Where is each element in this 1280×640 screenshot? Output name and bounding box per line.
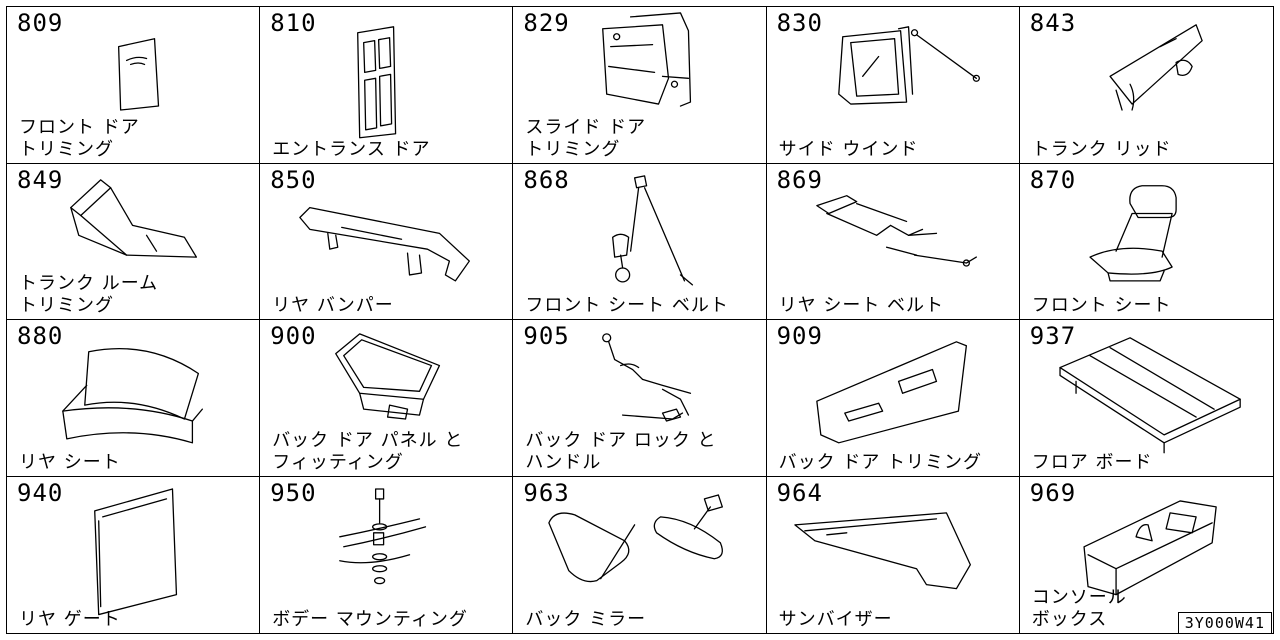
part-name: トランク ルーム トリミング [19, 273, 159, 316]
back-door-trim-icon [815, 341, 967, 444]
part-cell-843[interactable]: 843 トランク リッド [1019, 7, 1273, 164]
part-number: 868 [523, 165, 570, 194]
part-cell-950[interactable]: 950 ボデー マウンティング [260, 476, 514, 633]
part-number: 969 [1029, 478, 1077, 507]
part-number: 843 [1029, 9, 1077, 37]
part-name: フロント ドア トリミング [19, 116, 140, 160]
part-name: サイド ウインド [778, 138, 919, 160]
part-cell-870[interactable]: 870 フロント シート [1019, 164, 1273, 320]
part-cell-809[interactable]: 809 フロント ドア トリミング [7, 7, 261, 164]
part-name: フロント シート ベルト [525, 295, 729, 316]
part-cell-849[interactable]: 849 トランク ルーム トリミング [7, 163, 261, 320]
part-name: サンバイザー [778, 609, 893, 630]
console-box-icon [1083, 499, 1217, 595]
back-mirror-icon [548, 493, 724, 582]
reference-code: 3Y000W41 [1177, 612, 1272, 634]
trunk-lid-icon [1109, 24, 1203, 111]
rear-seat-belt-icon [815, 194, 977, 267]
sun-visor-icon [793, 511, 971, 589]
back-door-lock-icon [602, 333, 692, 422]
part-name: フロア ボード [1031, 451, 1153, 473]
front-door-trim-icon [117, 38, 160, 111]
part-cell-850[interactable]: 850 リヤ バンパー [260, 163, 514, 320]
part-number: 950 [270, 478, 317, 507]
side-window-icon [837, 26, 980, 105]
part-cell-868[interactable]: 868 フロント シート ベルト [513, 163, 767, 320]
parts-catalog-grid: 809 フロント ドア トリミング 810 エントランス ドア 829 スライド ドア ト… [6, 6, 1274, 634]
part-name: バック ドア ロック と ハンドル [525, 429, 717, 473]
part-name: リヤ シート ベルト [778, 295, 945, 316]
part-number: 829 [523, 9, 570, 37]
part-number: 905 [523, 322, 570, 350]
rear-bumper-icon [299, 206, 471, 282]
front-seat-icon [1089, 184, 1177, 282]
part-number: 850 [270, 165, 317, 194]
part-name: エントランス ドア [272, 138, 431, 160]
part-number: 880 [17, 322, 64, 350]
part-number: 963 [523, 478, 570, 507]
front-seat-belt-icon [612, 174, 694, 285]
part-number: 937 [1029, 322, 1077, 350]
body-mounting-icon [339, 487, 427, 584]
part-number: 964 [776, 478, 823, 507]
part-cell-964[interactable]: 964 サンバイザー [767, 476, 1020, 633]
part-cell-830[interactable]: 830 サイド ウインド [766, 7, 1020, 164]
part-cell-937[interactable]: 937 フロア ボード [1019, 320, 1273, 477]
part-cell-869[interactable]: 869 リヤ シート ベルト [766, 163, 1020, 320]
part-cell-909[interactable]: 909 バック ドア トリミング [766, 320, 1020, 477]
part-cell-829[interactable]: 829 スライド ドア トリミング [513, 7, 767, 164]
part-number: 809 [17, 9, 64, 37]
part-name: バック ドア パネル と フィッティング [272, 429, 464, 473]
part-name: トランク リッド [1031, 138, 1172, 160]
part-number: 810 [270, 9, 317, 37]
part-name: リヤ バンパー [272, 295, 394, 316]
part-name: バック ドア トリミング [778, 451, 983, 473]
part-name: フロント シート [1031, 295, 1172, 316]
part-cell-963[interactable]: 963 バック ミラー [513, 476, 767, 633]
part-number: 909 [776, 322, 823, 350]
part-number: 940 [17, 478, 64, 507]
part-cell-810[interactable]: 810 エントランス ドア [260, 7, 514, 164]
part-name: ボデー マウンティング [272, 609, 468, 630]
entrance-door-icon [357, 26, 397, 139]
part-name: コンソール ボックス [1031, 587, 1127, 630]
part-cell-880[interactable]: 880 リヤ シート [7, 320, 261, 477]
part-number: 830 [776, 9, 823, 37]
slide-door-trim-icon [602, 12, 692, 107]
part-number: 869 [776, 165, 823, 194]
part-name: スライド ドア トリミング [525, 116, 647, 160]
back-door-panel-icon [335, 333, 441, 420]
part-name: リヤ シート [19, 451, 121, 473]
rear-seat-icon [62, 347, 204, 444]
part-number: 870 [1029, 165, 1077, 194]
trunk-room-trim-icon [70, 178, 198, 258]
floor-board-icon [1059, 337, 1241, 454]
part-cell-969[interactable]: 969 コンソール ボックス [1020, 477, 1273, 634]
part-cell-940[interactable]: 940 リヤ ゲート [7, 476, 261, 633]
part-cell-900[interactable]: 900 バック ドア パネル と フィッティング [260, 320, 514, 477]
part-number: 900 [270, 322, 317, 350]
part-name: バック ミラー [525, 609, 647, 630]
part-cell-905[interactable]: 905 バック ドア ロック と ハンドル [513, 320, 767, 477]
part-name: リヤ ゲート [19, 609, 121, 630]
rear-gate-icon [94, 487, 178, 615]
part-number: 849 [17, 165, 64, 194]
